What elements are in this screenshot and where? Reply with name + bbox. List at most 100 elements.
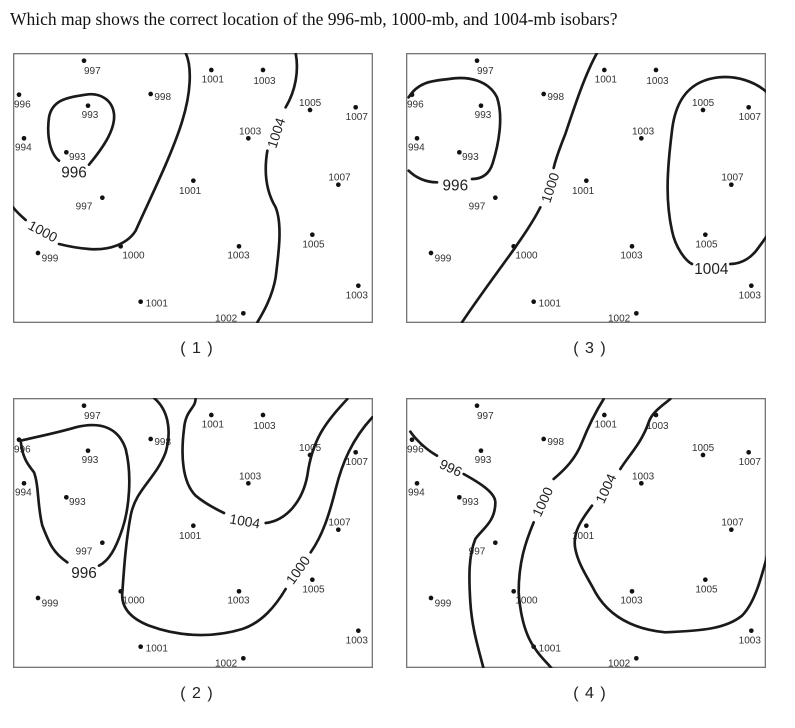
station-dot — [457, 495, 462, 500]
station-dot — [746, 450, 751, 455]
station-pressure-label: 1003 — [253, 76, 276, 87]
station-dot — [241, 656, 246, 661]
station-pressure-label: 993 — [462, 152, 479, 163]
station-dot — [310, 232, 315, 237]
station-dot — [148, 91, 153, 97]
isobar-1000-line — [460, 206, 542, 323]
isobar-1004-line — [181, 398, 226, 515]
station-dot — [209, 67, 214, 73]
map-frame — [13, 53, 373, 323]
isobar-1004-line — [619, 398, 672, 471]
isobar-1000-line — [57, 53, 192, 251]
station-dot — [241, 311, 246, 316]
station-dot — [191, 178, 196, 183]
station-dot — [541, 436, 546, 442]
station-pressure-label: 1003 — [239, 127, 262, 138]
station-pressure-label: 997 — [477, 411, 494, 422]
isobar-1004-line — [264, 398, 349, 525]
station-pressure-label: 1001 — [202, 419, 225, 430]
station-pressure-label: 994 — [15, 488, 32, 499]
station-dot — [356, 628, 361, 633]
station-pressure-label: 1001 — [179, 531, 202, 542]
isobar-label: 996 — [443, 178, 469, 195]
isobar-1000-line — [517, 521, 553, 668]
station-pressure-label: 997 — [469, 202, 486, 213]
station-pressure-label: 997 — [76, 547, 93, 558]
map-caption-4: ( 4 ) — [573, 685, 607, 702]
station-dot — [414, 481, 420, 486]
station-pressure-label: 1000 — [515, 595, 538, 606]
station-dot — [493, 540, 498, 545]
station-pressure-label: 1003 — [227, 595, 250, 606]
isobar-1004-line — [284, 53, 299, 109]
station-dot — [700, 107, 706, 113]
station-dot — [653, 67, 659, 73]
station-dot — [246, 481, 251, 486]
station-pressure-label: 994 — [408, 488, 425, 499]
station-dot — [409, 437, 415, 442]
station-dot — [35, 595, 41, 601]
station-pressure-label: 1001 — [146, 299, 169, 310]
station-pressure-label: 999 — [435, 253, 452, 264]
station-pressure-label: 1003 — [739, 290, 762, 301]
station-pressure-label: 997 — [84, 66, 101, 77]
station-pressure-label: 999 — [42, 598, 59, 609]
isobar-label: 996 — [71, 565, 97, 582]
station-dot — [634, 656, 639, 661]
station-dot — [602, 412, 607, 418]
station-pressure-label: 1007 — [721, 518, 744, 529]
station-pressure-label: 1001 — [202, 74, 225, 85]
station-pressure-label: 1002 — [608, 658, 631, 668]
station-dot — [64, 495, 69, 500]
station-pressure-label: 1003 — [253, 421, 276, 432]
station-dot — [209, 412, 214, 418]
station-dot — [260, 67, 266, 73]
station-pressure-label: 1007 — [721, 173, 744, 184]
station-dot — [428, 250, 434, 256]
station-dot — [191, 523, 196, 528]
station-dot — [336, 182, 341, 187]
station-dot — [531, 299, 536, 304]
station-pressure-label: 1001 — [539, 299, 562, 310]
map-caption-1: ( 1 ) — [180, 340, 214, 357]
station-pressure-label: 1003 — [239, 472, 262, 483]
station-pressure-label: 1003 — [646, 76, 669, 87]
station-dot — [749, 628, 754, 633]
station-dot — [246, 136, 251, 141]
station-pressure-label: 1003 — [346, 635, 369, 646]
station-dot — [260, 412, 266, 418]
station-dot — [21, 136, 27, 141]
station-pressure-label: 1003 — [632, 472, 655, 483]
isobar-1000-line — [13, 206, 27, 222]
station-pressure-label: 999 — [42, 253, 59, 264]
station-dot — [35, 250, 41, 256]
station-pressure-label: 1002 — [215, 313, 238, 323]
isobar-996-line — [407, 76, 502, 181]
station-dot — [700, 452, 706, 458]
station-dot — [746, 105, 751, 110]
map-frame — [13, 398, 373, 668]
isobar-996-line — [46, 92, 116, 166]
station-pressure-label: 997 — [477, 66, 494, 77]
station-pressure-label: 1000 — [515, 250, 538, 261]
isobar-1000-line — [552, 53, 599, 170]
station-pressure-label: 1002 — [608, 313, 631, 323]
station-dot — [457, 150, 462, 155]
station-dot — [356, 283, 361, 288]
station-pressure-label: 993 — [475, 455, 492, 466]
station-pressure-label: 993 — [82, 455, 99, 466]
station-dot — [474, 58, 480, 63]
station-pressure-label: 996 — [14, 99, 31, 110]
station-pressure-label: 993 — [82, 110, 99, 121]
map-frame — [406, 398, 766, 668]
station-pressure-label: 998 — [154, 92, 171, 103]
isobar-1004-line — [256, 149, 281, 323]
station-dot — [602, 67, 607, 73]
station-pressure-label: 1005 — [302, 239, 325, 250]
